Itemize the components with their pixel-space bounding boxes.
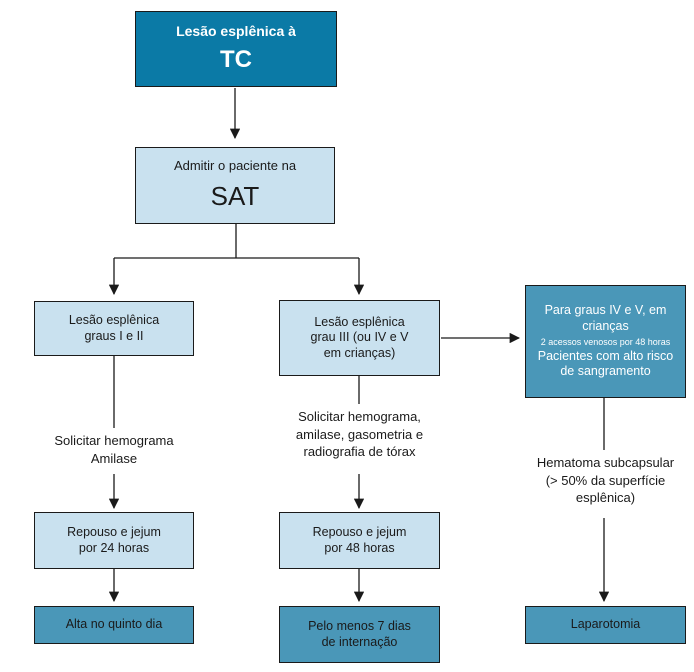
middle-box-line1: Lesão esplênica: [314, 314, 405, 329]
left-exam-text: Solicitar hemograma Amilase: [34, 432, 194, 467]
left-outcome-text: Alta no quinto dia: [65, 617, 163, 632]
middle-rest-line1: Repouso e jejum: [312, 524, 407, 539]
right-box-line5: de sangramento: [560, 364, 651, 379]
left-rest-line2: por 24 horas: [78, 540, 150, 555]
left-box-line1: Lesão esplênica: [68, 312, 160, 327]
left-rest-box: Repouso e jejum por 24 horas: [34, 512, 194, 569]
left-rest-line1: Repouso e jejum: [67, 524, 161, 539]
middle-box-line2: grau III (ou IV e V: [310, 330, 409, 345]
middle-exam-line3: radiografia de tórax: [303, 444, 416, 460]
right-outcome-text: Laparotomia: [570, 617, 641, 632]
right-box-line2: crianças: [582, 318, 629, 333]
middle-outcome-line2: de internação: [321, 634, 398, 649]
start-line1: Lesão esplênica à: [176, 23, 296, 40]
middle-grade-box: Lesão esplênica grau III (ou IV e V em c…: [279, 300, 440, 376]
right-box-line3: 2 acessos venosos por 48 horas: [540, 337, 671, 348]
admit-line1: Admitir o paciente na: [173, 158, 297, 174]
left-exam-line2: Amilase: [90, 450, 138, 466]
right-finding-text: Hematoma subcapsular (> 50% da superfíci…: [525, 454, 686, 507]
admit-patient-box: Admitir o paciente na SAT: [135, 147, 335, 224]
right-finding-line3: esplênica): [575, 490, 636, 506]
start-splenic-injury-box: Lesão esplênica à TC: [135, 11, 337, 87]
left-outcome-box: Alta no quinto dia: [34, 606, 194, 644]
right-outcome-box: Laparotomia: [525, 606, 686, 644]
middle-rest-box: Repouso e jejum por 48 horas: [279, 512, 440, 569]
right-box-line1: Para graus IV e V, em: [544, 302, 667, 317]
right-box-line4: Pacientes com alto risco: [537, 348, 674, 363]
start-line2: TC: [220, 45, 252, 73]
middle-box-line3: em crianças): [323, 345, 396, 360]
middle-exam-line2: amilase, gasometria e: [295, 426, 424, 442]
admit-line2: SAT: [210, 181, 260, 212]
middle-rest-line2: por 48 horas: [324, 540, 395, 555]
left-exam-line1: Solicitar hemograma: [54, 433, 174, 448]
middle-exam-line1: Solicitar hemograma,: [298, 409, 421, 424]
middle-outcome-line1: Pelo menos 7 dias: [308, 618, 411, 633]
middle-exam-text: Solicitar hemograma, amilase, gasometria…: [279, 408, 440, 461]
left-box-line2: graus I e II: [84, 328, 144, 343]
middle-outcome-box: Pelo menos 7 dias de internação: [279, 606, 440, 663]
left-grade-box: Lesão esplênica graus I e II: [34, 301, 194, 356]
right-finding-line2: (> 50% da superfície: [545, 472, 666, 488]
right-finding-line1: Hematoma subcapsular: [536, 455, 675, 470]
right-high-risk-box: Para graus IV e V, em crianças 2 acessos…: [525, 285, 686, 398]
